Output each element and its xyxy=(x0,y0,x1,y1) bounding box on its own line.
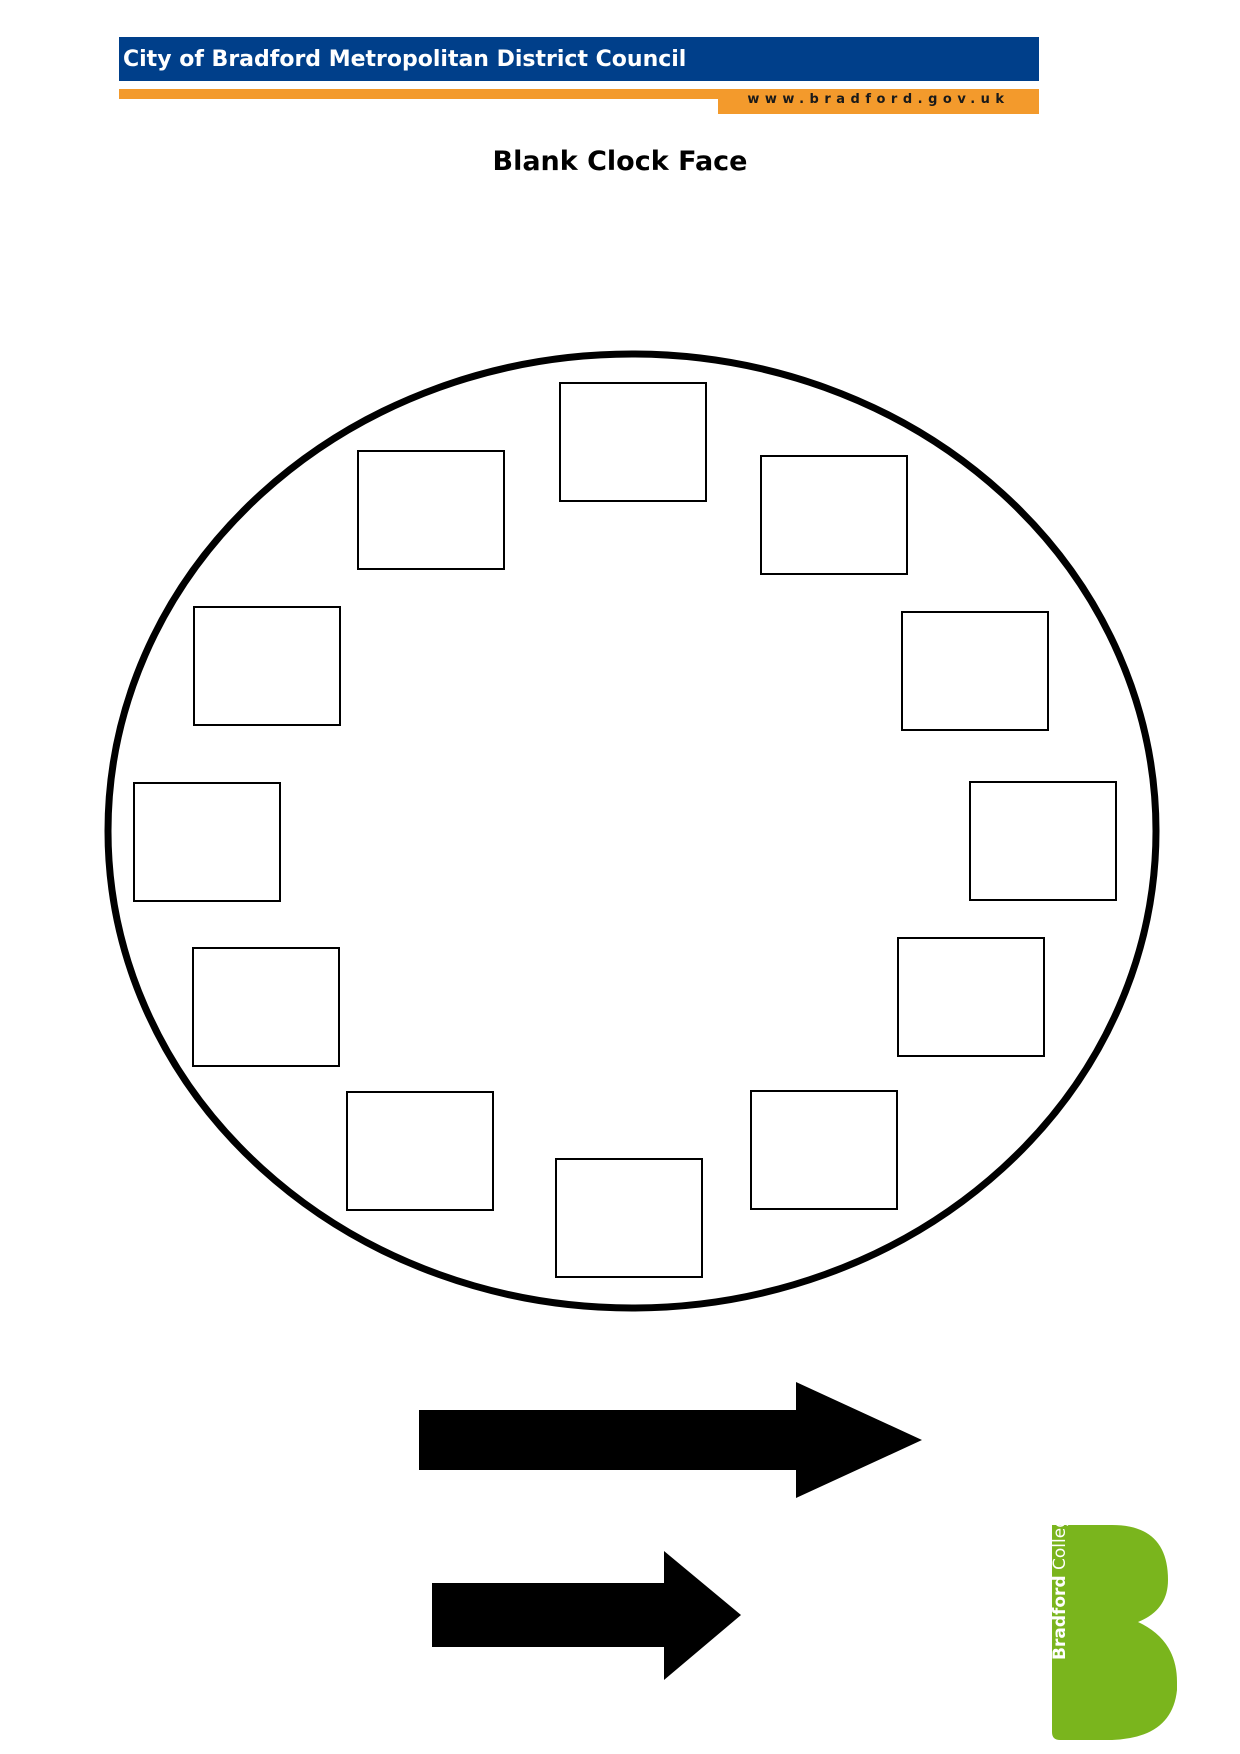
hour-box-3[interactable] xyxy=(969,781,1117,901)
council-name: City of Bradford Metropolitan District C… xyxy=(123,47,687,72)
hour-box-2[interactable] xyxy=(901,611,1049,731)
clock-face-outline xyxy=(104,350,1160,1312)
hour-box-5[interactable] xyxy=(750,1090,898,1210)
hour-box-6[interactable] xyxy=(555,1158,703,1278)
long-hand-arrow[interactable] xyxy=(419,1382,922,1498)
header-accent-line xyxy=(119,89,1039,99)
council-header-bar xyxy=(119,37,1039,81)
bradford-college-logo-text: Bradford College xyxy=(1050,1507,1070,1660)
logo-name-bold: Bradford xyxy=(1050,1575,1070,1660)
hour-box-1[interactable] xyxy=(760,455,908,575)
hour-box-9[interactable] xyxy=(133,782,281,902)
hour-box-11[interactable] xyxy=(357,450,505,570)
hour-box-8[interactable] xyxy=(192,947,340,1067)
logo-name-regular: College xyxy=(1050,1506,1070,1570)
short-hand-arrow[interactable] xyxy=(432,1551,741,1680)
hour-box-10[interactable] xyxy=(193,606,341,726)
url-banner xyxy=(718,89,1039,114)
hour-box-12[interactable] xyxy=(559,382,707,502)
hour-boxes xyxy=(133,382,1117,1278)
bradford-college-logo-shape xyxy=(1052,1525,1177,1740)
hour-box-4[interactable] xyxy=(897,937,1045,1057)
council-url: www.bradford.gov.uk xyxy=(747,92,1010,107)
page-title: Blank Clock Face xyxy=(492,146,748,177)
hour-box-7[interactable] xyxy=(346,1091,494,1211)
